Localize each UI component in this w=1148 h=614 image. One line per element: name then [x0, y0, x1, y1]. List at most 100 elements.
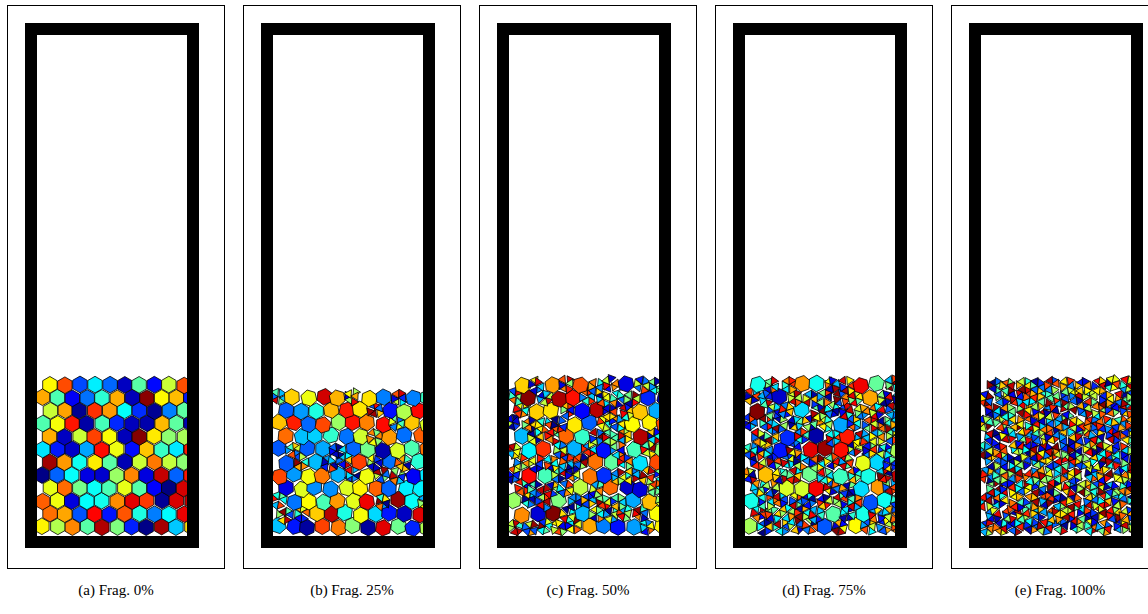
particle — [1061, 462, 1069, 470]
particle — [404, 440, 419, 457]
particle — [559, 423, 567, 431]
particle — [1051, 443, 1059, 451]
particle — [745, 443, 751, 451]
particle — [656, 484, 659, 492]
particle — [853, 419, 861, 427]
particle — [1045, 469, 1053, 477]
particle — [575, 403, 590, 420]
particle — [632, 404, 648, 420]
particle — [1075, 447, 1082, 455]
particle — [1069, 406, 1077, 414]
particle — [273, 492, 280, 500]
container-panel — [952, 6, 1148, 569]
particle — [876, 524, 884, 532]
particle — [125, 416, 139, 433]
particle — [635, 376, 643, 384]
particle — [1126, 485, 1131, 493]
particle — [1120, 408, 1128, 416]
particle — [794, 472, 802, 480]
particle — [786, 447, 794, 455]
particle — [1076, 521, 1083, 529]
particle — [1051, 406, 1059, 414]
container-wall — [267, 29, 429, 542]
particle — [110, 390, 124, 407]
particle — [1073, 501, 1081, 509]
particle — [345, 456, 352, 464]
particle — [530, 387, 538, 395]
particle — [781, 460, 789, 468]
particle — [1045, 448, 1053, 456]
particle — [513, 449, 521, 457]
particle — [863, 494, 879, 510]
particle — [406, 468, 422, 484]
particle — [273, 517, 286, 533]
particle — [1104, 525, 1112, 533]
particle — [1130, 434, 1131, 442]
particle — [596, 487, 604, 495]
particle — [1061, 522, 1069, 530]
particle — [543, 498, 550, 506]
particle — [558, 375, 566, 383]
particle — [781, 459, 789, 467]
particle — [655, 442, 659, 458]
particle — [1022, 509, 1030, 517]
particle — [1105, 469, 1113, 477]
particle — [981, 451, 985, 459]
particle — [611, 494, 618, 502]
particle — [617, 446, 624, 454]
particle — [824, 393, 831, 402]
particle — [551, 459, 559, 467]
particle — [420, 417, 423, 433]
container-panel — [244, 6, 461, 569]
particle — [1024, 469, 1032, 477]
container-wall — [503, 29, 665, 542]
particle — [536, 432, 544, 440]
particle — [1061, 444, 1069, 452]
particle — [294, 403, 309, 420]
particle — [375, 404, 383, 412]
particle — [118, 377, 132, 394]
particle — [512, 416, 520, 424]
particle — [301, 390, 317, 406]
panel-border — [8, 6, 225, 569]
particle — [1067, 468, 1075, 476]
particle — [625, 457, 632, 465]
particle — [892, 378, 895, 386]
particle — [536, 441, 551, 458]
particle — [642, 494, 658, 510]
particle — [529, 404, 544, 421]
particle — [804, 390, 811, 398]
particle — [572, 377, 588, 393]
particle — [376, 520, 391, 536]
particle — [536, 486, 544, 494]
particle — [110, 493, 125, 510]
particle — [846, 460, 854, 468]
particle — [1030, 446, 1038, 454]
particle — [809, 480, 824, 497]
particle — [656, 383, 659, 392]
particle — [891, 459, 895, 467]
particle — [329, 390, 345, 406]
particle — [750, 447, 758, 455]
particle — [855, 499, 863, 507]
particle — [780, 422, 788, 430]
particle — [382, 470, 390, 478]
particle — [1032, 498, 1040, 506]
particle — [786, 408, 794, 416]
particle — [985, 447, 993, 455]
particle — [273, 501, 279, 509]
particle — [1097, 434, 1105, 442]
particle — [1074, 472, 1082, 480]
particle — [794, 442, 802, 450]
particle — [73, 376, 88, 393]
container-panel — [8, 6, 225, 569]
panel-border — [244, 6, 461, 569]
particle — [515, 484, 523, 492]
particle — [514, 507, 529, 524]
particle — [80, 390, 94, 407]
particle — [1001, 472, 1009, 480]
particle — [398, 394, 405, 403]
particle — [1053, 503, 1061, 511]
particle — [535, 460, 542, 468]
